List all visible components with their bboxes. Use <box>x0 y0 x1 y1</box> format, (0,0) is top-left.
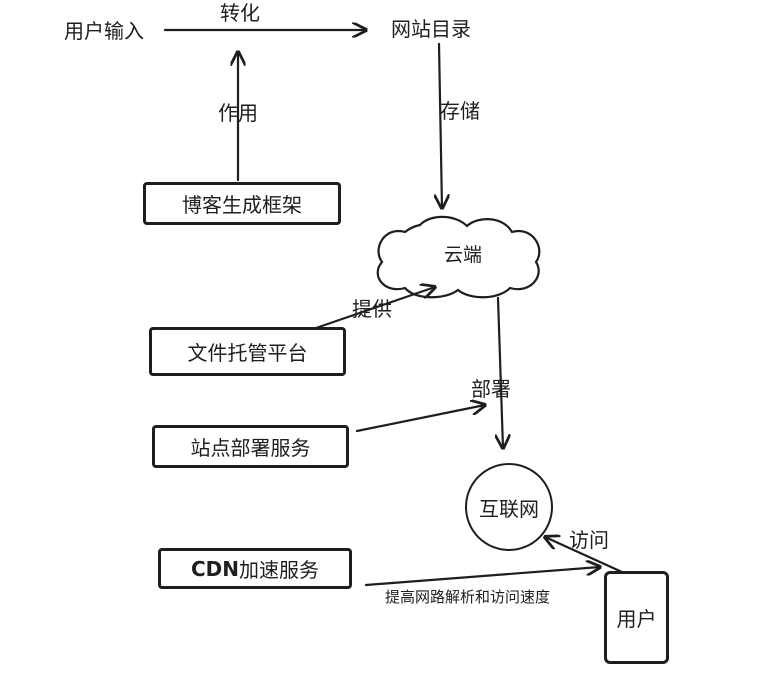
arrow-cloud-to-internet <box>498 296 503 448</box>
node-cdn-prefix: CDN <box>190 556 240 581</box>
node-internet-label: 互联网 <box>479 496 539 521</box>
node-internet: 互联网 <box>465 463 553 551</box>
node-user-input: 用户输入 <box>64 19 144 43</box>
edge-label-store: 存储 <box>440 99 480 123</box>
edge-label-convert: 转化 <box>220 1 260 25</box>
edge-label-deploy: 部署 <box>471 377 511 401</box>
arrow-site-directory-to-cloud <box>439 42 442 208</box>
edge-label-provide: 提供 <box>352 297 392 321</box>
edge-label-act-on: 作用 <box>218 101 258 125</box>
node-site-deploy: 站点部署服务 <box>152 425 349 468</box>
cloud-shape <box>376 215 541 299</box>
node-blog-framework-label: 博客生成框架 <box>182 193 302 217</box>
node-file-hosting-label: 文件托管平台 <box>187 341 308 365</box>
edge-label-visit: 访问 <box>569 528 609 552</box>
node-blog-framework: 博客生成框架 <box>143 182 341 225</box>
node-site-deploy-label: 站点部署服务 <box>190 436 311 460</box>
node-site-directory: 网站目录 <box>391 17 471 41</box>
arrow-user-to-internet <box>545 537 624 574</box>
node-file-hosting: 文件托管平台 <box>149 327 346 376</box>
arrow-cdn-to-user <box>364 567 600 587</box>
edge-label-cdn-note: 提高网路解析和访问速度 <box>385 588 551 606</box>
node-cloud: 云端 <box>444 244 483 266</box>
node-cdn-suffix: 加速服务 <box>239 558 320 582</box>
node-user: 用户 <box>604 571 669 664</box>
arrow-site-deploy-to-deploy <box>355 405 485 433</box>
node-user-label: 用户 <box>616 607 657 631</box>
